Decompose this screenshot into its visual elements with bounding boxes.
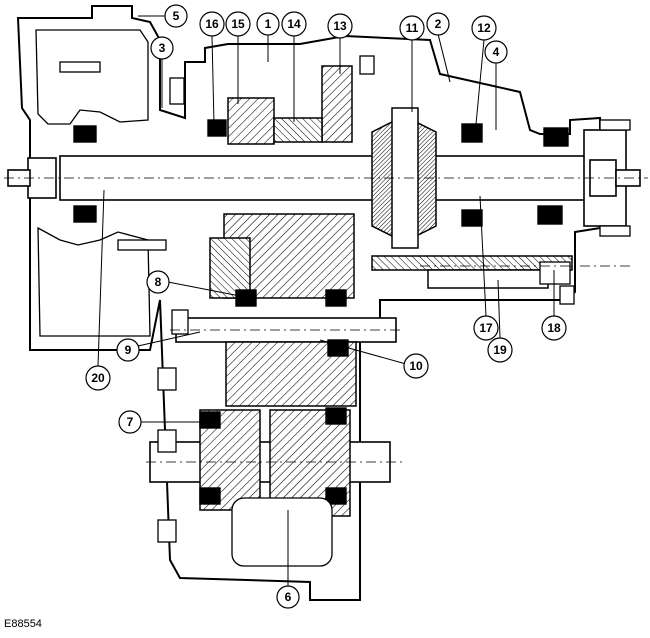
lower-cover-recess (231, 497, 333, 567)
bolt-housing-top (359, 55, 375, 75)
callout-18-label: 18 (547, 321, 561, 335)
callout-19: 19 (487, 279, 513, 363)
bearing-16 (207, 119, 227, 137)
callout-16-label: 16 (205, 17, 219, 31)
callout-15-label: 15 (231, 17, 245, 31)
callout-7: 7 (118, 410, 204, 434)
callout-15: 15 (225, 11, 251, 104)
callout-8: 8 (146, 270, 241, 297)
callouts: 1 2 3 4 5 6 7 (85, 4, 567, 609)
bearing-input-upper (73, 125, 97, 143)
callout-13: 13 (327, 13, 353, 74)
bearing-lower-br (325, 487, 347, 505)
bell-inner-contour (35, 29, 149, 125)
callout-6-label: 6 (285, 590, 292, 604)
bearing-7 (199, 411, 221, 429)
fasteners (59, 55, 631, 567)
synchro-hub (273, 117, 323, 143)
bolt-lower-4 (171, 309, 189, 335)
callout-11-label: 11 (406, 21, 419, 35)
callout-6: 6 (276, 510, 300, 609)
callout-8-label: 8 (155, 275, 162, 289)
gear-15 (227, 97, 275, 145)
gear-13 (321, 65, 353, 143)
callout-13-label: 13 (333, 19, 347, 33)
callout-3-label: 3 (159, 41, 166, 55)
bearing-10 (327, 339, 349, 357)
callout-9: 9 (116, 331, 201, 362)
filler-plug (169, 77, 185, 105)
callout-10: 10 (319, 339, 429, 379)
bolt-top-left (59, 61, 101, 73)
callout-1: 1 (256, 12, 280, 62)
bolt-right-2 (599, 225, 631, 237)
callout-16: 16 (199, 11, 225, 125)
bearings (73, 119, 569, 505)
callout-20: 20 (85, 189, 111, 391)
callout-2-label: 2 (435, 17, 442, 31)
callout-17-label: 17 (479, 321, 493, 335)
callout-4: 4 (484, 40, 508, 130)
bolt-lower-2 (157, 429, 177, 453)
bolt-right-1 (599, 119, 631, 131)
sensor-mount (559, 285, 575, 305)
bearing-lower-right (325, 407, 347, 425)
bearing-input-lower (73, 205, 97, 223)
bolt-lower-3 (157, 519, 177, 543)
bell-housing (16, 5, 601, 601)
centre-lines (4, 177, 648, 463)
callout-1-label: 1 (265, 17, 272, 31)
bearing-12 (461, 123, 483, 143)
callout-18: 18 (541, 270, 567, 341)
figure-reference-code: E88554 (4, 618, 42, 630)
callout-14-label: 14 (287, 17, 301, 31)
callout-5-label: 5 (173, 9, 180, 23)
bearing-idler-right (325, 289, 347, 307)
housing-outline (16, 5, 601, 601)
callout-12: 12 (471, 15, 497, 125)
bearing-output-lower (537, 205, 563, 225)
callout-3: 3 (150, 36, 174, 108)
callout-4-label: 4 (493, 45, 500, 59)
bracket-18 (539, 261, 571, 285)
callout-2: 2 (426, 12, 451, 83)
bearing-lower-bl (199, 487, 221, 505)
callout-5: 5 (138, 4, 188, 28)
callout-19-label: 19 (493, 343, 507, 357)
callout-20-label: 20 (91, 371, 105, 385)
bolt-bottom-left (117, 239, 167, 251)
callout-9-label: 9 (125, 343, 132, 357)
selector-fork-rod (427, 269, 549, 289)
bolt-lower-1 (157, 367, 177, 391)
chain-sprocket (209, 237, 251, 299)
callout-10-label: 10 (409, 359, 423, 373)
callout-11: 11 (399, 15, 425, 112)
bearing-17 (461, 209, 483, 227)
bearing-output-upper (543, 127, 569, 147)
bell-inner-lower (37, 226, 151, 337)
callout-17: 17 (473, 195, 499, 341)
bearing-8 (235, 289, 257, 307)
callout-12-label: 12 (477, 21, 491, 35)
callout-14: 14 (281, 11, 307, 122)
callout-7-label: 7 (127, 415, 134, 429)
